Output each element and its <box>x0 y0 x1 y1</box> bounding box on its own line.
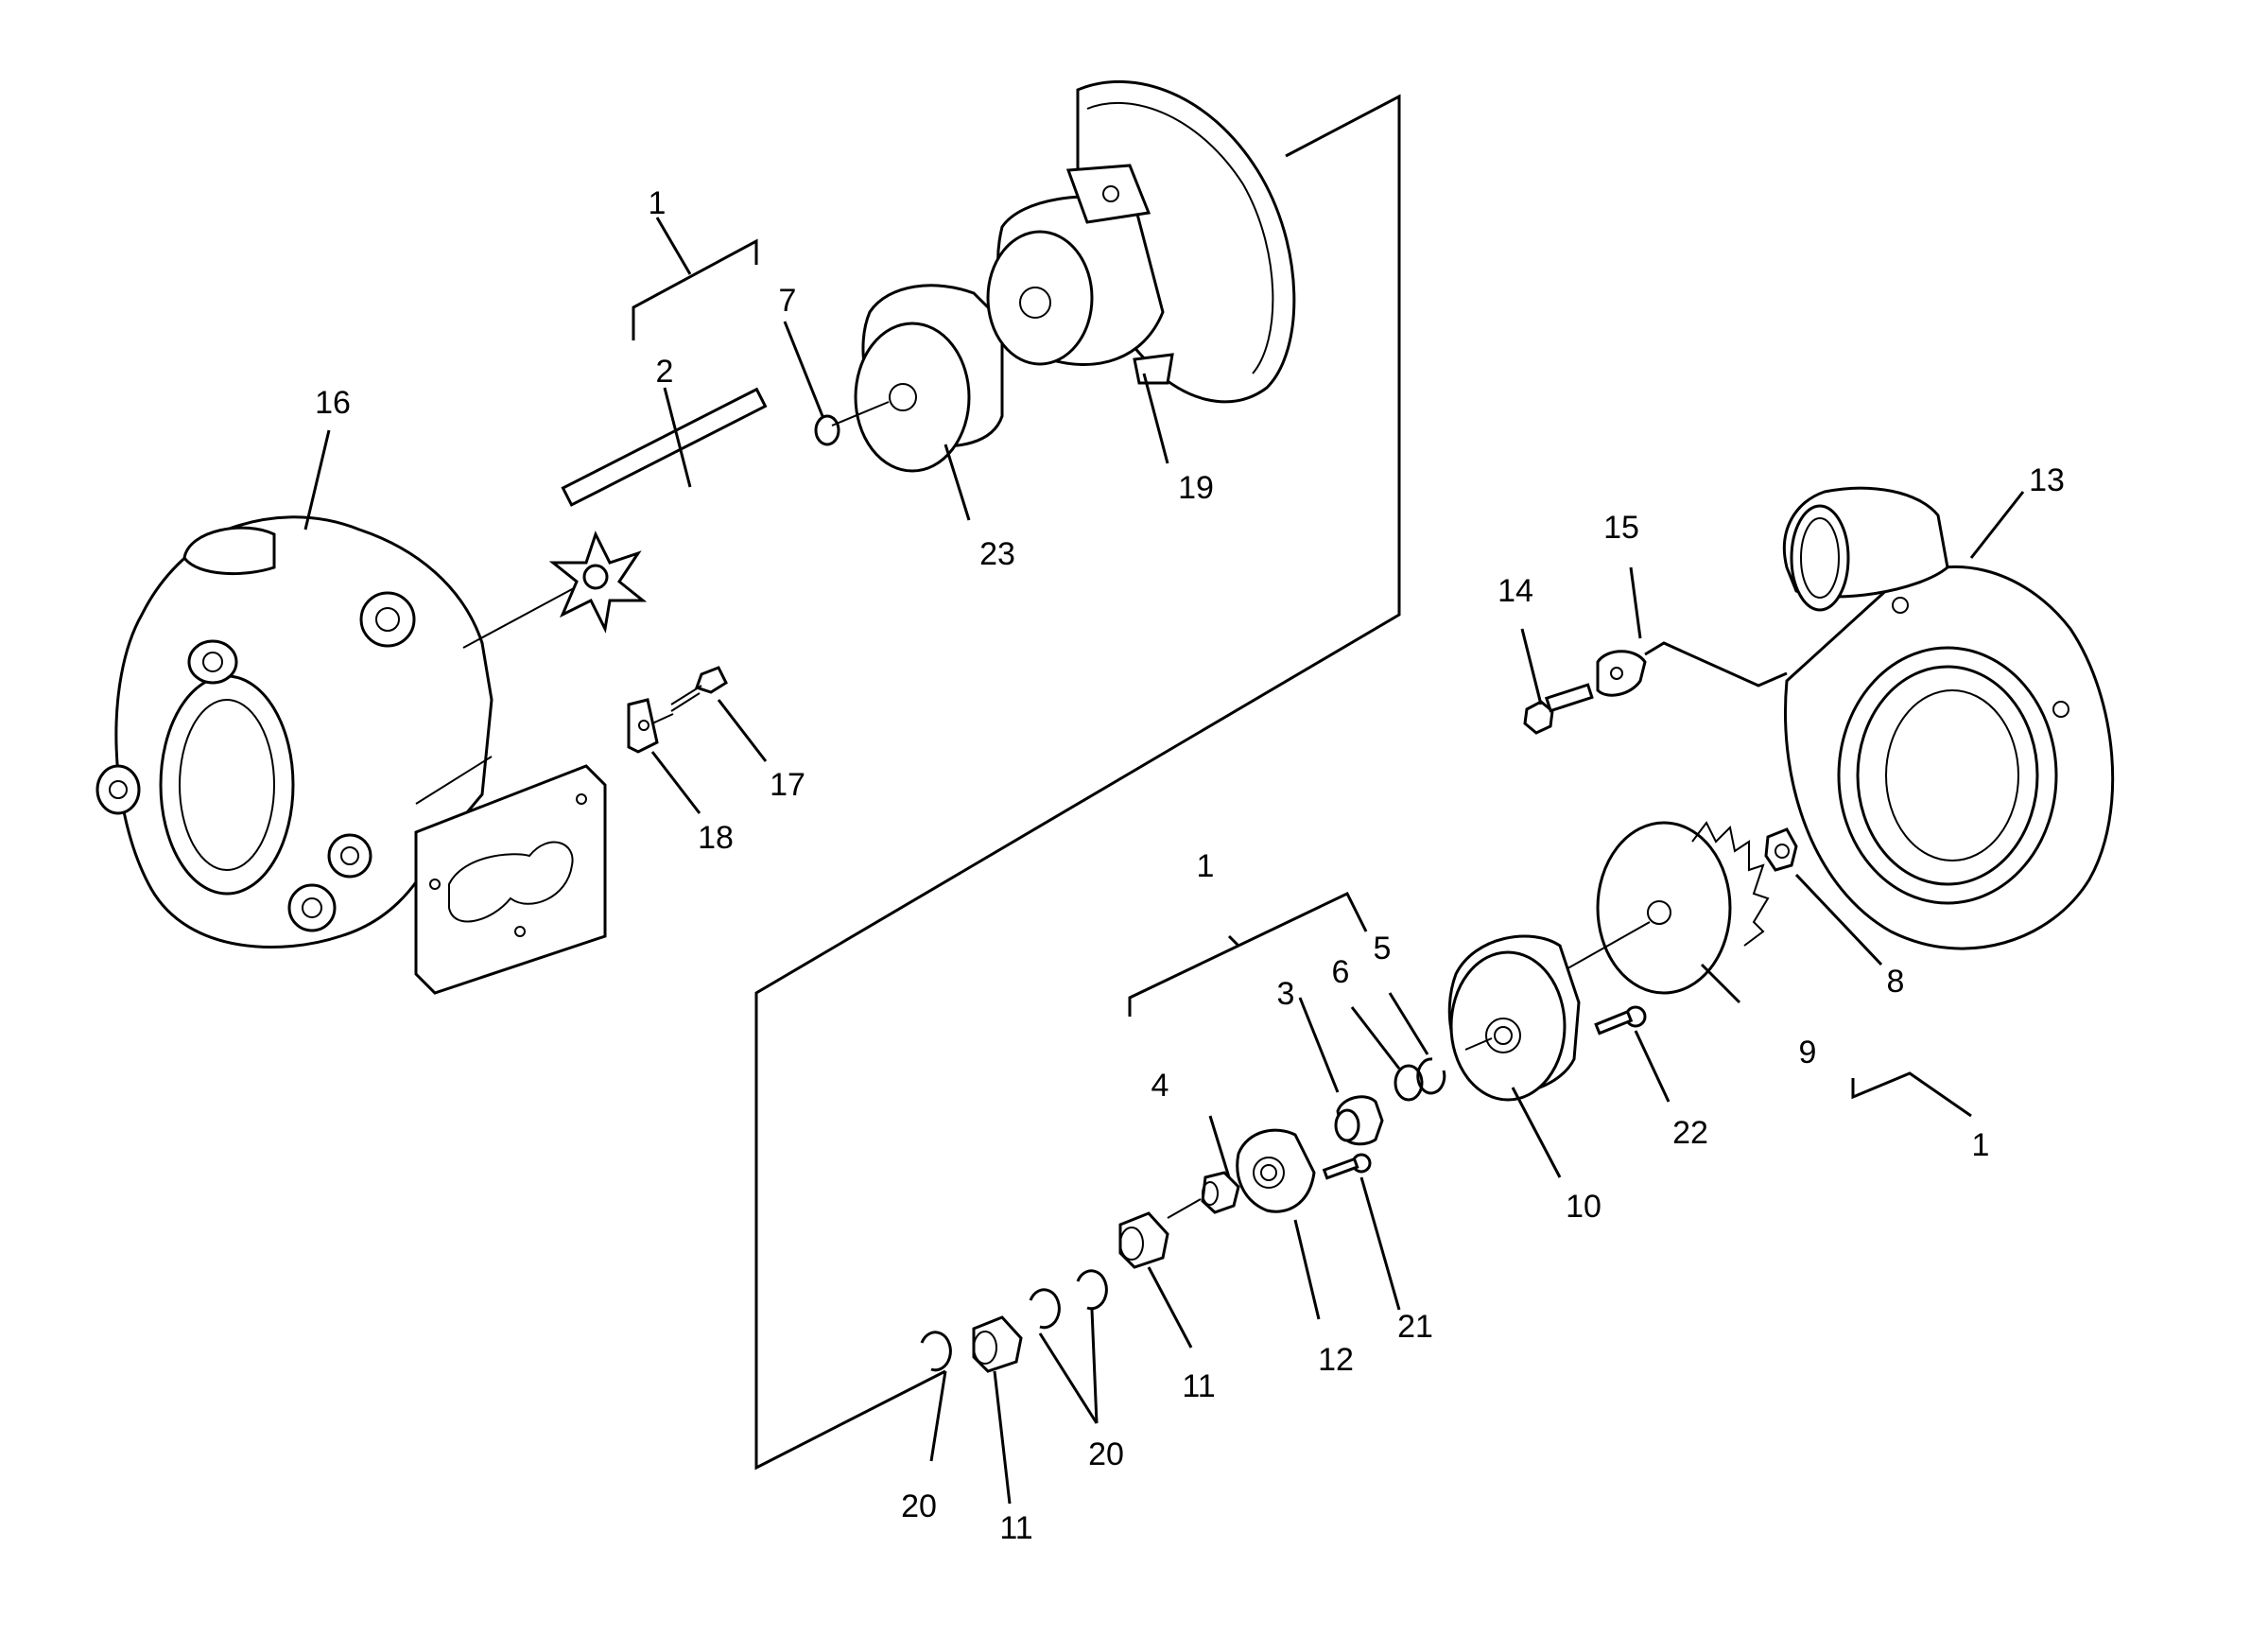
thrust-collar-3 <box>1334 1095 1384 1146</box>
label-10: 10 <box>1566 1189 1601 1225</box>
turbine-housing <box>95 515 607 995</box>
bolt-17 <box>670 666 728 712</box>
label-11-low: 11 <box>999 1510 1032 1546</box>
turbine-wheel-shaft <box>462 387 768 649</box>
thrust-bearing-12 <box>1236 1128 1316 1213</box>
spacer-4 <box>1167 1171 1240 1219</box>
label-6: 6 <box>1332 954 1350 990</box>
label-19: 19 <box>1178 470 1214 506</box>
label-9: 9 <box>1799 1035 1817 1070</box>
label-21: 21 <box>1397 1309 1433 1345</box>
retaining-ring-20c <box>920 1331 952 1372</box>
lock-plate-18 <box>627 698 674 754</box>
label-20-low: 20 <box>901 1488 937 1524</box>
retaining-ring-20b <box>1029 1288 1061 1330</box>
clamp-plate-15 <box>1596 650 1647 697</box>
label-12: 12 <box>1318 1342 1354 1378</box>
nut-8 <box>1764 827 1798 872</box>
backplate-10 <box>1447 934 1581 1102</box>
label-14: 14 <box>1498 573 1533 609</box>
bearing-housing-19 <box>986 79 1296 404</box>
screw-21 <box>1322 1153 1372 1180</box>
label-1-right: 1 <box>1972 1127 1990 1163</box>
compressor-wheel-9 <box>1540 821 1770 995</box>
journal-bearing-11-mid <box>1118 1211 1169 1269</box>
label-2: 2 <box>656 354 674 390</box>
label-5: 5 <box>1374 931 1392 966</box>
label-17: 17 <box>770 767 805 803</box>
label-1-top: 1 <box>649 185 667 221</box>
journal-bearing-11-low <box>972 1315 1023 1373</box>
label-15: 15 <box>1603 510 1639 546</box>
label-18: 18 <box>698 820 734 856</box>
label-11-mid: 11 <box>1182 1368 1215 1404</box>
snap-ring-7 <box>814 414 840 446</box>
snap-ring-5 <box>1416 1057 1446 1095</box>
seal-plate-23 <box>831 284 1004 473</box>
leader-lines <box>303 217 2025 1505</box>
callout-labels: 1 7 2 16 23 19 17 18 13 15 14 1 3 6 5 4 … <box>315 185 2065 1546</box>
bolt-14 <box>1523 683 1594 735</box>
label-13: 13 <box>2029 462 2065 498</box>
label-4: 4 <box>1151 1068 1169 1104</box>
label-1-mid: 1 <box>1197 848 1215 884</box>
label-22: 22 <box>1672 1115 1708 1151</box>
assembly-bracket-frame <box>754 94 1401 1471</box>
retaining-ring-20a <box>1076 1269 1108 1311</box>
label-16: 16 <box>315 385 351 421</box>
screw-22 <box>1594 1005 1647 1036</box>
seal-ring-6 <box>1394 1064 1424 1102</box>
label-8: 8 <box>1887 964 1905 1000</box>
label-7: 7 <box>779 283 797 319</box>
label-23: 23 <box>979 536 1015 572</box>
compressor-housing-13 <box>1782 486 2115 950</box>
label-20-mid: 20 <box>1088 1436 1124 1472</box>
label-3: 3 <box>1277 976 1295 1012</box>
